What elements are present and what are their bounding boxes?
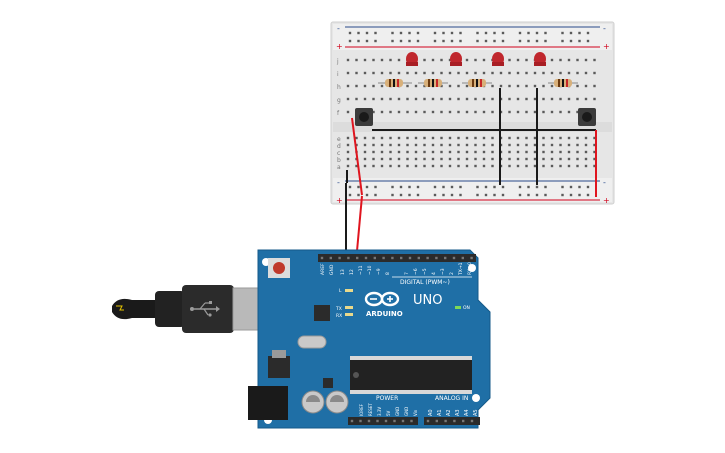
svg-text:4: 4 bbox=[431, 272, 437, 275]
resistor-4[interactable] bbox=[548, 79, 578, 87]
led-3[interactable] bbox=[492, 52, 504, 66]
top-rail-minus-label: - bbox=[337, 24, 340, 33]
row-letters-bottom: e d c b a bbox=[337, 136, 341, 171]
svg-text:L: L bbox=[339, 288, 342, 294]
svg-text:GND: GND bbox=[404, 407, 409, 416]
svg-text:GND: GND bbox=[395, 407, 400, 416]
svg-text:~5: ~5 bbox=[422, 268, 428, 275]
svg-text:RX←0: RX←0 bbox=[467, 262, 473, 275]
svg-text:~10: ~10 bbox=[367, 265, 373, 275]
bottom-rail-plus-label: + bbox=[336, 196, 343, 205]
svg-text:f: f bbox=[337, 110, 340, 117]
power-jack bbox=[248, 386, 288, 420]
led-1[interactable] bbox=[406, 52, 418, 66]
svg-text:GND: GND bbox=[329, 264, 335, 275]
digital-pin-labels: AREF GND 13 12 ~11 ~10 ~9 8 7 ~6 ~5 4 ~3… bbox=[320, 262, 473, 276]
svg-text:c: c bbox=[337, 150, 340, 157]
voltage-regulator bbox=[268, 356, 290, 378]
svg-text:a: a bbox=[337, 164, 341, 171]
svg-text:d: d bbox=[337, 143, 341, 150]
top-rail-minus-label-right: - bbox=[603, 24, 606, 33]
usb-icon bbox=[190, 301, 220, 317]
svg-text:7: 7 bbox=[404, 272, 410, 275]
svg-text:A1: A1 bbox=[437, 409, 443, 416]
svg-text:h: h bbox=[337, 84, 341, 91]
svg-text:12: 12 bbox=[349, 269, 355, 275]
svg-text:~6: ~6 bbox=[413, 268, 419, 275]
bottom-rail-minus-label-right: - bbox=[603, 178, 606, 187]
svg-text:TX→1: TX→1 bbox=[458, 262, 464, 276]
center-channel bbox=[333, 122, 612, 132]
pushbutton-2[interactable] bbox=[578, 108, 596, 126]
digital-header bbox=[318, 254, 476, 262]
svg-text:~11: ~11 bbox=[358, 265, 364, 275]
led-2[interactable] bbox=[450, 52, 462, 66]
svg-text:~9: ~9 bbox=[376, 268, 382, 275]
arduino-uno[interactable]: AREF GND 13 12 ~11 ~10 ~9 8 7 ~6 ~5 4 ~3… bbox=[248, 249, 491, 429]
svg-text:j: j bbox=[336, 58, 339, 65]
analog-header bbox=[424, 417, 480, 425]
svg-text:e: e bbox=[337, 136, 341, 143]
terminal-holes-top bbox=[346, 58, 596, 114]
svg-text:5V: 5V bbox=[386, 410, 391, 416]
top-rail-plus-label: + bbox=[336, 42, 343, 51]
svg-text:Vin: Vin bbox=[413, 409, 418, 416]
bottom-rail-holes bbox=[348, 185, 590, 197]
svg-text:8: 8 bbox=[385, 272, 391, 275]
svg-text:~3: ~3 bbox=[440, 268, 446, 275]
resistor-2[interactable] bbox=[418, 79, 448, 87]
svg-text:13: 13 bbox=[340, 269, 346, 275]
small-ic bbox=[323, 378, 333, 388]
capacitors bbox=[301, 390, 349, 414]
bottom-rail-plus-label-right: + bbox=[603, 196, 610, 205]
svg-text:IOREF: IOREF bbox=[359, 403, 364, 416]
led-4[interactable] bbox=[534, 52, 546, 66]
svg-text:ARDUINO: ARDUINO bbox=[366, 310, 403, 318]
svg-text:2: 2 bbox=[449, 272, 455, 275]
svg-text:A4: A4 bbox=[464, 409, 470, 416]
breadboard[interactable]: - + - + - + - + j i h g f e d c b bbox=[330, 21, 615, 205]
power-header bbox=[348, 417, 418, 425]
model-label: UNO bbox=[413, 293, 442, 308]
reset-button[interactable] bbox=[268, 258, 290, 278]
svg-text:ON: ON bbox=[463, 305, 470, 311]
svg-text:b: b bbox=[337, 157, 341, 164]
row-letters-top: j i h g f bbox=[336, 58, 341, 117]
svg-text:A5: A5 bbox=[473, 409, 479, 416]
resistor-1[interactable] bbox=[378, 79, 412, 87]
svg-text:RX: RX bbox=[336, 313, 342, 319]
top-rail-plus-label-right: + bbox=[603, 42, 610, 51]
pushbutton-1[interactable] bbox=[355, 108, 373, 126]
analog-pin-labels: A0 A1 A2 A3 A4 A5 bbox=[428, 409, 479, 416]
on-indicator: ON bbox=[455, 305, 470, 311]
svg-text:A2: A2 bbox=[446, 409, 452, 416]
svg-text:3.3V: 3.3V bbox=[377, 407, 382, 416]
analog-in-label: ANALOG IN bbox=[435, 395, 468, 402]
digital-pin-holes bbox=[320, 256, 473, 260]
atmega-chip bbox=[350, 356, 472, 394]
bottom-power-rail bbox=[333, 178, 612, 202]
bottom-pin-holes bbox=[350, 419, 474, 423]
status-leds: L TX RX bbox=[335, 288, 353, 319]
top-power-rail bbox=[333, 24, 612, 50]
usb-chip bbox=[314, 305, 330, 321]
crystal bbox=[297, 335, 327, 349]
power-pin-labels: IOREF RESET 3.3V 5V GND GND Vin bbox=[359, 403, 418, 416]
power-label: POWER bbox=[376, 395, 398, 402]
svg-text:A3: A3 bbox=[455, 409, 461, 416]
svg-text:g: g bbox=[337, 97, 341, 104]
svg-text:A0: A0 bbox=[428, 409, 434, 416]
top-rail-holes bbox=[348, 31, 590, 43]
breadboard-wires bbox=[346, 88, 597, 197]
svg-text:TX: TX bbox=[335, 306, 342, 312]
arduino-logo: ARDUINO bbox=[364, 291, 403, 318]
svg-text:AREF: AREF bbox=[320, 263, 326, 275]
resistor-3[interactable] bbox=[462, 79, 492, 87]
svg-text:RESET: RESET bbox=[368, 403, 373, 416]
bottom-rail-minus-label: - bbox=[337, 178, 340, 187]
digital-pwm-label: DIGITAL (PWM~) bbox=[400, 279, 450, 286]
svg-text:i: i bbox=[337, 71, 339, 78]
